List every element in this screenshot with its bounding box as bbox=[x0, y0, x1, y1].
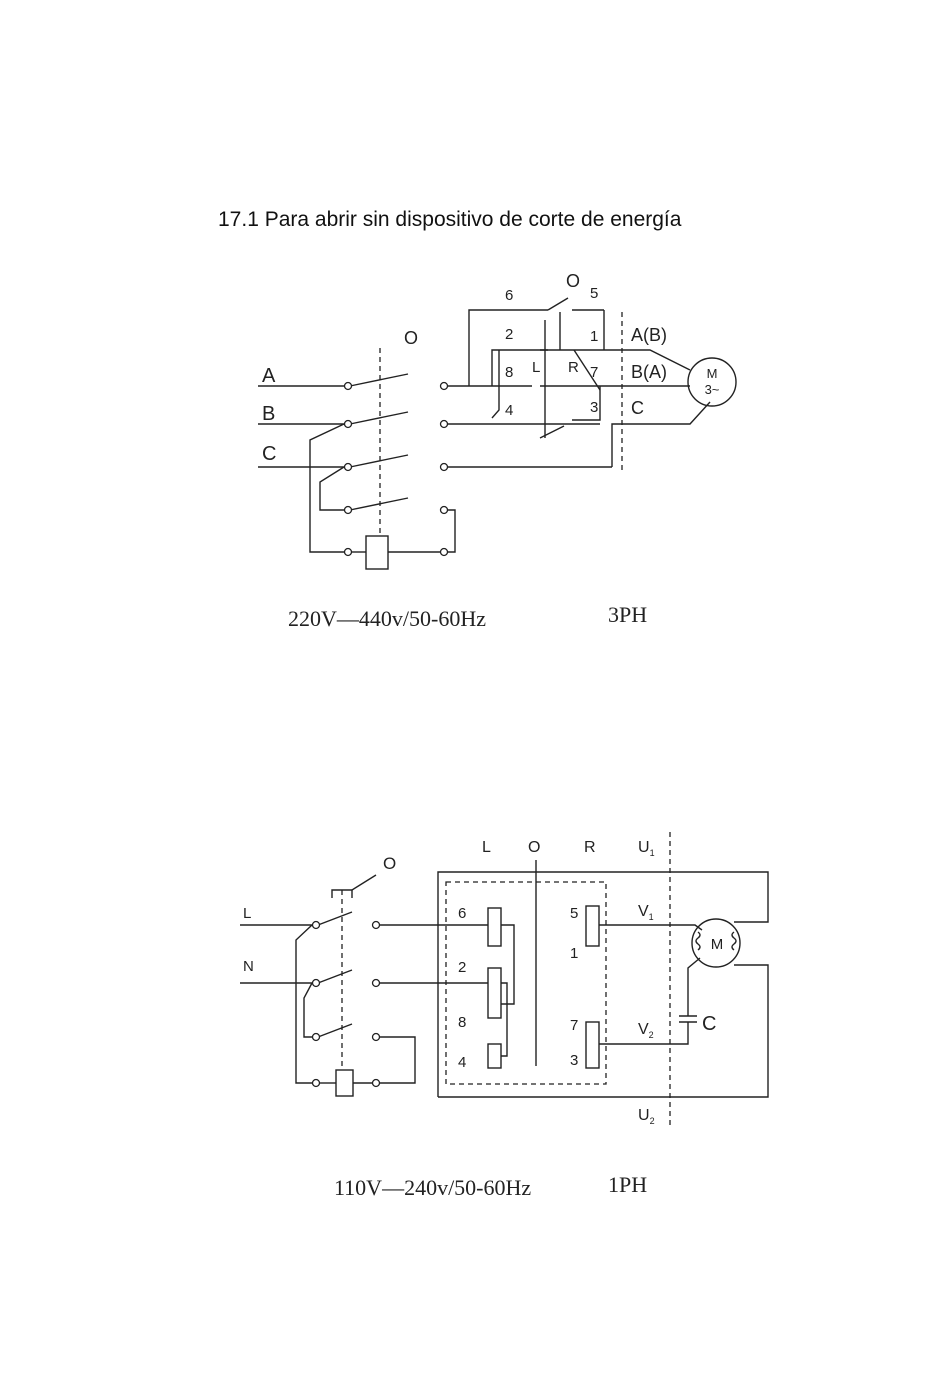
terminal-4: 4 bbox=[505, 402, 513, 419]
drum-switch-3ph: 6 O 5 2 1 8 L R 7 4 3 bbox=[469, 271, 690, 438]
terminal-7-1ph: 7 bbox=[570, 1017, 578, 1034]
terminal-2-1ph: 2 bbox=[458, 959, 466, 976]
diagram-3ph: A B C O bbox=[258, 271, 736, 631]
terminal-5: 5 bbox=[590, 285, 598, 302]
drum-off-label: O bbox=[566, 271, 580, 291]
terminal-5-1ph: 5 bbox=[570, 905, 578, 922]
terminal-2: 2 bbox=[505, 326, 513, 343]
switch-label-1ph: O bbox=[383, 854, 396, 873]
diagram-1ph: L N O L O bbox=[240, 832, 768, 1200]
motor-type: 3~ bbox=[705, 382, 720, 397]
switch-label: O bbox=[404, 328, 418, 348]
caption-phase-1ph: 1PH bbox=[608, 1172, 647, 1197]
terminal-8-1ph: 8 bbox=[458, 1014, 466, 1031]
terminal-1: 1 bbox=[590, 328, 598, 345]
line-l-label: L bbox=[243, 905, 251, 922]
v2-label: V2 bbox=[638, 1021, 654, 1040]
terminal-3-1ph: 3 bbox=[570, 1052, 578, 1069]
line-a-label: A bbox=[262, 365, 276, 387]
line-c-label: C bbox=[262, 443, 276, 465]
output-ba: B(A) bbox=[631, 362, 667, 382]
terminal-8: 8 bbox=[505, 364, 513, 381]
terminal-1-1ph: 1 bbox=[570, 945, 578, 962]
capacitor-label: C bbox=[702, 1013, 716, 1035]
position-l-1ph: L bbox=[482, 839, 491, 856]
caption-voltage-3ph: 220V—440v/50-60Hz bbox=[288, 606, 486, 631]
drum-switch-1ph: L O R U1 6 5 1 2 8 7 4 3 bbox=[438, 839, 768, 1097]
caption-phase-3ph: 3PH bbox=[608, 602, 647, 627]
v1-label: V1 bbox=[638, 903, 654, 922]
position-l: L bbox=[532, 359, 540, 376]
motor-label-1ph: M bbox=[711, 936, 724, 953]
u1-label: U1 bbox=[638, 839, 655, 858]
main-switch-1ph: O bbox=[296, 854, 415, 1096]
terminal-6-1ph: 6 bbox=[458, 905, 466, 922]
capacitor: C bbox=[679, 958, 716, 1035]
position-r: R bbox=[568, 359, 579, 376]
motor-label: M bbox=[707, 366, 718, 381]
terminal-6: 6 bbox=[505, 287, 513, 304]
output-c: C bbox=[631, 398, 644, 418]
output-ab: A(B) bbox=[631, 325, 667, 345]
terminal-3: 3 bbox=[590, 399, 598, 416]
terminal-4-1ph: 4 bbox=[458, 1054, 466, 1071]
position-r-1ph: R bbox=[584, 839, 596, 856]
caption-voltage-1ph: 110V—240v/50-60Hz bbox=[334, 1175, 531, 1200]
u2-label: U2 bbox=[638, 1107, 655, 1126]
terminal-7: 7 bbox=[590, 364, 598, 381]
motor-3ph: M 3~ bbox=[688, 358, 736, 406]
line-b-label: B bbox=[262, 403, 275, 425]
position-o-1ph: O bbox=[528, 839, 540, 856]
line-n-label: N bbox=[243, 958, 254, 975]
motor-1ph: M bbox=[692, 919, 740, 967]
main-switch-3ph: O bbox=[310, 328, 455, 569]
